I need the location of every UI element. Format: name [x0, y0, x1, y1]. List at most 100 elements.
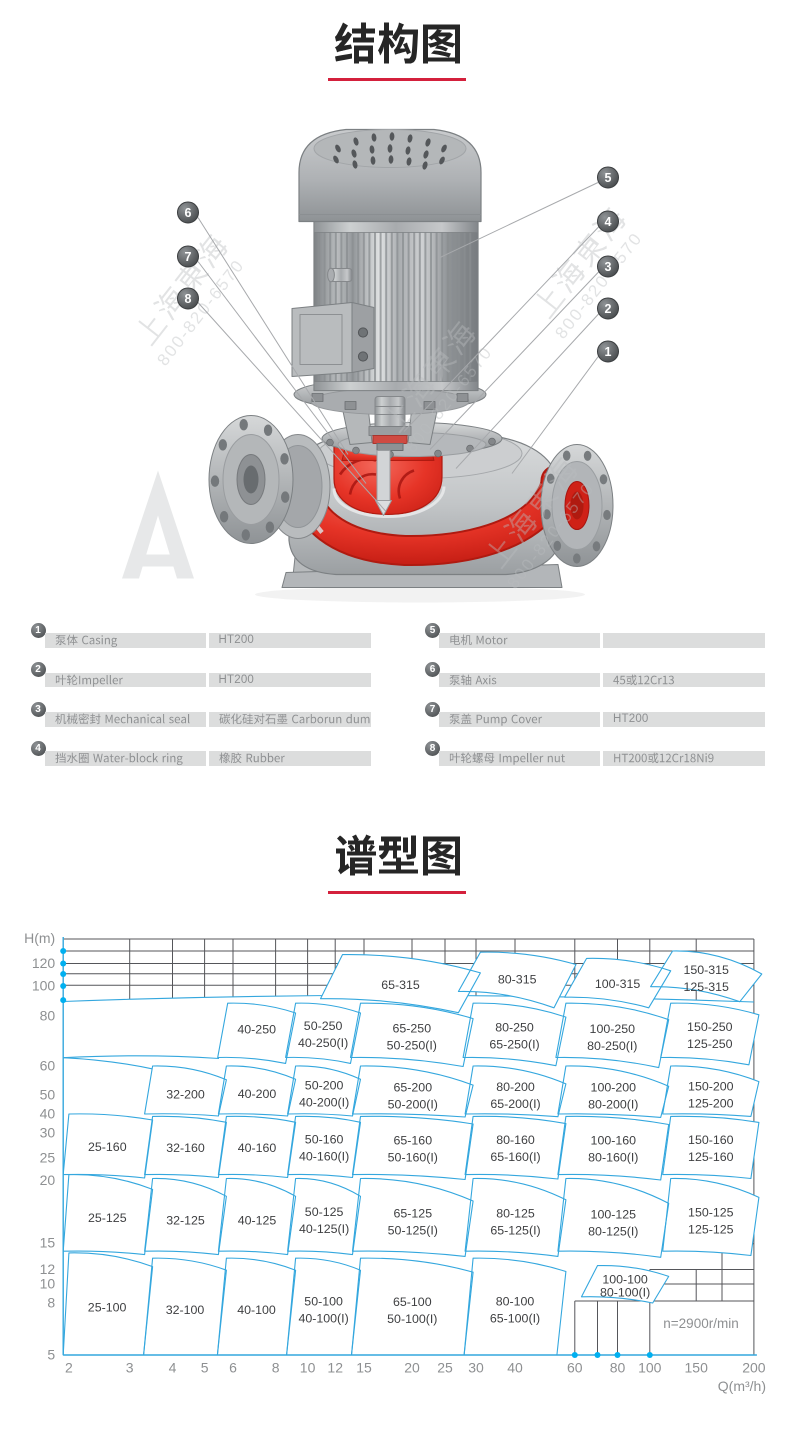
part-value-cell: HT200	[603, 712, 765, 727]
region-label: 40-125(I)	[299, 1222, 349, 1236]
region-label: 40-250(I)	[298, 1036, 348, 1050]
callout-1-num: 1	[605, 345, 612, 359]
region-label: 80-100(I)	[600, 1285, 650, 1299]
region-label: 125-250	[687, 1037, 733, 1051]
callout-8-num: 8	[185, 292, 192, 306]
table-row: 6 泵轴 Axis 45或12Cr13	[0, 662, 790, 688]
region-label: 32-160	[166, 1141, 205, 1155]
part-number-text: 8	[429, 742, 436, 754]
x-tick-label: 200	[742, 1360, 766, 1376]
part-number-badge: 5	[425, 622, 440, 638]
region-label: 125-160	[688, 1150, 734, 1164]
region-label: 25-125	[88, 1211, 127, 1225]
region-label: 25-100	[88, 1301, 127, 1315]
region-80-100	[464, 1258, 566, 1355]
part-number-badge: 2	[30, 662, 46, 678]
region-label: 50-200	[305, 1079, 344, 1093]
speed-annotation: n=2900r/min	[663, 1316, 738, 1331]
part-number-text: 5	[429, 624, 436, 636]
table-row: 1 泵体 Casing HT200	[0, 622, 790, 648]
structure-title-underline	[328, 77, 466, 81]
region-label: 100-250	[590, 1022, 636, 1036]
region-80-160	[465, 1116, 566, 1179]
pump-illustration: 800-820-6570 800-820-6570 800-820-6570 8…	[122, 128, 646, 603]
region-label: 125-125	[688, 1223, 734, 1237]
table-row: 5 电机 Motor	[0, 622, 790, 648]
ground-shadow	[255, 586, 585, 603]
table-row: 8 叶轮螺母 Impeller nut HT200或12Cr18Ni9	[0, 740, 790, 766]
y-tick-label: 30	[40, 1125, 56, 1141]
region-label: 32-100	[166, 1303, 205, 1317]
region-65-315	[320, 954, 481, 1013]
region-label: 80-200(I)	[588, 1098, 638, 1112]
table-row: 3 机械密封 Mechanical seal 碳化硅对石墨 Carborun d…	[0, 701, 790, 727]
part-value-cell: 碳化硅对石墨 Carborun dum	[208, 712, 371, 727]
region-label: 65-250	[393, 1021, 432, 1035]
callout-4-num: 4	[605, 215, 612, 229]
region-65-160	[352, 1116, 474, 1180]
region-label: 40-250	[237, 1023, 276, 1037]
region-label: 50-200(I)	[388, 1097, 438, 1111]
region-50-125	[287, 1178, 361, 1255]
part-number-text: 4	[35, 742, 41, 754]
region-label: 25-160	[88, 1140, 127, 1154]
region-label: 50-100	[304, 1294, 343, 1308]
region-label: 80-125	[496, 1206, 535, 1220]
callout-5-num: 5	[605, 171, 612, 185]
region-label: 125-315	[683, 980, 729, 994]
region-label: 100-100	[602, 1272, 648, 1286]
axis-dots	[60, 948, 653, 1358]
y-tick-label: 80	[40, 1008, 56, 1024]
region-25-125	[63, 1174, 153, 1255]
watermark-logo	[122, 470, 194, 579]
part-name-cell: 叶轮Impeller	[44, 672, 206, 688]
callout-6: 6	[177, 201, 199, 224]
region-label: 80-100	[496, 1295, 535, 1309]
region-label: 50-250(I)	[387, 1038, 437, 1052]
chart-title-glyphs	[336, 834, 460, 876]
region-label: 150-200	[688, 1079, 734, 1093]
callout-7-num: 7	[185, 250, 192, 264]
y-tick-label: 40	[40, 1106, 56, 1122]
region-150-250	[660, 1003, 759, 1065]
region-label: 150-160	[688, 1133, 734, 1147]
region-label: 65-125	[394, 1207, 433, 1221]
region-label: 125-200	[688, 1096, 734, 1110]
x-tick-label: 8	[272, 1360, 280, 1376]
region-40-200	[218, 1065, 296, 1116]
region-40-250	[217, 1003, 296, 1064]
region-label: 65-315	[381, 978, 420, 992]
region-label: 80-200	[496, 1080, 535, 1094]
part-name-cell: 泵盖 Pump Cover	[439, 712, 600, 727]
region-50-200	[287, 1065, 361, 1116]
chart-axes	[62, 937, 757, 1356]
x-tick-label: 3	[126, 1360, 134, 1376]
part-value-cell: 45或12Cr13	[603, 672, 765, 688]
x-tick-label: 40	[507, 1360, 523, 1376]
region-50-250	[285, 1003, 361, 1064]
region-label: 65-100	[393, 1295, 432, 1309]
callout-3: 3	[597, 255, 619, 278]
part-value-text: HT200	[218, 634, 255, 646]
x-tick-label: 15	[356, 1360, 372, 1376]
table-row: 4 挡水圈 Water-block ring 橡胶 Rubber	[0, 740, 790, 766]
region-65-200	[352, 1065, 474, 1117]
x-tick-label: 12	[327, 1360, 343, 1376]
region-80-250	[463, 1003, 566, 1066]
region-32-200	[144, 1065, 227, 1116]
callout-4: 4	[597, 210, 619, 233]
callout-3-num: 3	[605, 260, 612, 274]
y-tick-label: 8	[47, 1295, 55, 1311]
region-label: 80-250(I)	[587, 1039, 637, 1053]
part-number-text: 6	[429, 664, 436, 676]
part-value-text: HT200	[218, 673, 255, 686]
region-100-250	[555, 1003, 669, 1068]
region-label: 40-100(I)	[298, 1311, 348, 1325]
y-tick-label: 50	[40, 1087, 56, 1103]
table-row: 2 叶轮Impeller HT200	[0, 662, 790, 688]
x-tick-label: 100	[638, 1360, 662, 1376]
region-label: 32-125	[166, 1213, 205, 1227]
